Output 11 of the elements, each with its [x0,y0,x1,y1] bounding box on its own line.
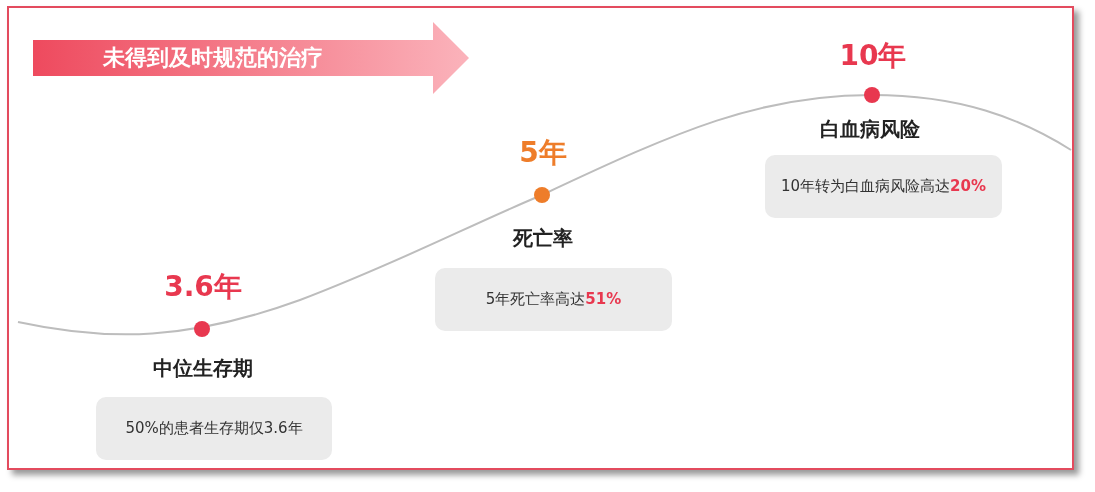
milestone-title: 死亡率 [513,224,573,252]
milestone-title: 白血病风险 [820,115,920,143]
arrow-banner [33,22,469,94]
banner-text: 未得到及时规范的治疗 [102,44,324,72]
milestone-title: 中位生存期 [153,354,253,382]
year-label: 5年 [519,135,567,171]
year-label: 10年 [839,38,907,74]
year-label: 3.6年 [164,269,242,305]
description-text: 50%的患者生存期仅3.6年 [125,419,303,438]
description-text: 5年死亡率高达51% [485,290,622,309]
description-text: 10年转为白血病风险高达20% [781,177,986,196]
